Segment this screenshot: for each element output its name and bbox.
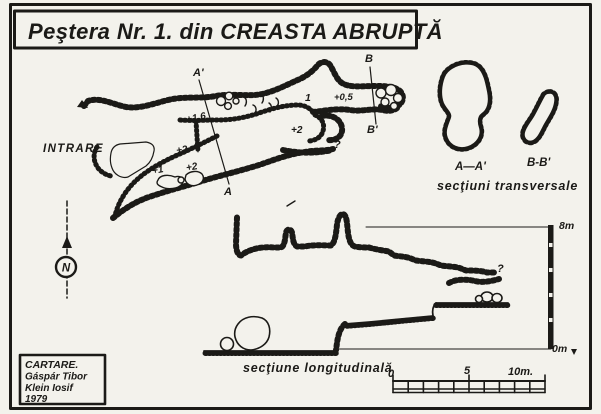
- plan-view: INTRARE A' A B B' +1,6 +2 +1 +2 +2 +0,5 …: [43, 53, 403, 219]
- plan-boulders: [156, 83, 404, 207]
- section-line-b: [369, 66, 377, 125]
- cross-section-b-label: B-B': [527, 157, 551, 169]
- annotation-plus2-upper: +2: [175, 144, 188, 157]
- height-annotation-05: +0,5: [334, 92, 353, 103]
- elevation-bottom-label: 0m: [552, 343, 567, 355]
- north-compass: N: [54, 200, 78, 299]
- elevation-pointer: [571, 349, 577, 355]
- section-boulders: [219, 291, 503, 352]
- credits-box: CARTARE. Gáspár Tibor Klein Iosif 1979: [18, 353, 107, 406]
- longitudinal-caption: secţiune longitudinală: [243, 361, 393, 375]
- scale-five-label: 5: [464, 365, 471, 377]
- annotation-point1: 1: [305, 92, 311, 104]
- credits-heading: CARTARE.: [25, 359, 78, 371]
- section-unknown-mark: ?: [497, 263, 504, 275]
- cross-section-a-label: A—A': [454, 161, 487, 173]
- plan-unknown-mark: ?: [334, 139, 341, 151]
- scale-zero-label: 0: [388, 368, 395, 380]
- scale-bar: 0 5 10m.: [388, 365, 546, 394]
- credits-surveyor1: Gáspár Tibor: [25, 372, 88, 383]
- section-b-bottom-label: B': [367, 124, 378, 136]
- elevation-bar: [548, 225, 577, 355]
- longitudinal-section: 8m 0m ? secţiune longitudinală: [204, 214, 577, 375]
- section-a-top-label: A': [192, 67, 204, 79]
- section-a-bottom-label: A: [223, 186, 232, 198]
- height-annotation-16: +1,6: [185, 111, 207, 126]
- elevation-top-label: 8m: [559, 220, 574, 232]
- cross-sections: A—A' B-B' secţiuni transversale: [437, 64, 578, 193]
- credits-year: 1979: [25, 394, 48, 405]
- section-line-a: [198, 79, 230, 185]
- north-arrow-icon: [62, 236, 72, 248]
- entrance-label: INTRARE: [43, 143, 104, 155]
- entrance-mark: [77, 100, 88, 108]
- cross-sections-caption: secţiuni transversale: [437, 179, 578, 193]
- entrance-boulder: [109, 141, 155, 179]
- scale-ten-label: 10m.: [508, 366, 533, 378]
- annotation-plus2-mid: +2: [185, 161, 199, 174]
- credits-surveyor2: Klein Iosif: [25, 383, 74, 394]
- sheet-border: [9, 3, 592, 410]
- title-block: Peştera Nr. 1. din CREASTA ABRUPTĂ: [13, 9, 443, 50]
- compass-north-label: N: [62, 263, 71, 275]
- section-b-top-label: B: [365, 53, 373, 65]
- map-title: Peştera Nr. 1. din CREASTA ABRUPTĂ: [28, 19, 443, 44]
- annotation-plus1: +1: [151, 164, 165, 177]
- annotation-plus2-right: +2: [291, 125, 303, 136]
